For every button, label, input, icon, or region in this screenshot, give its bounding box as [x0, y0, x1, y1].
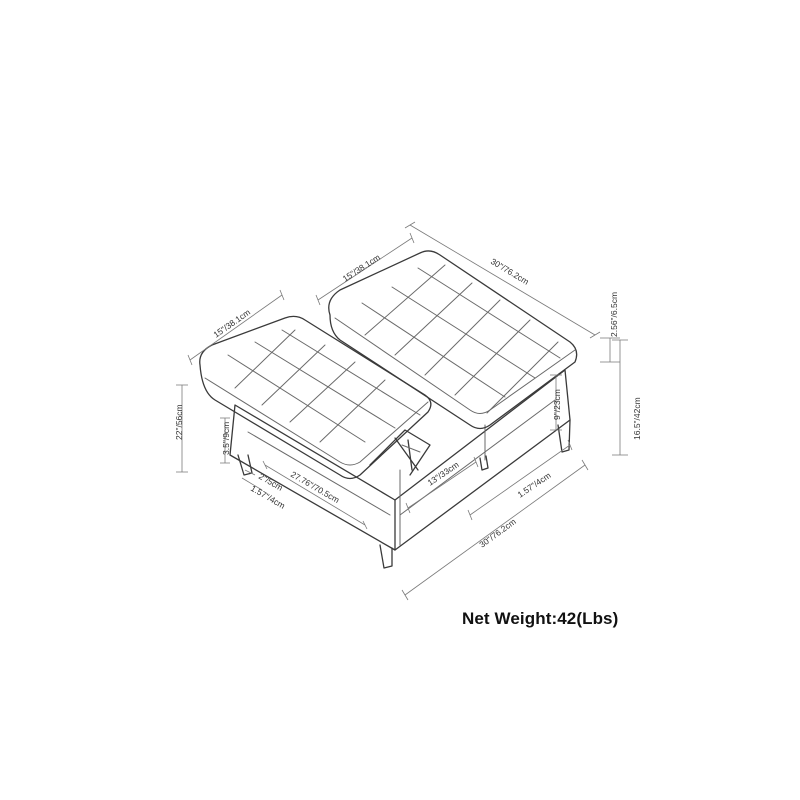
- dim-top-cushion-depth: 15"/38.1cm: [341, 252, 382, 284]
- lift-mechanism: [369, 429, 431, 476]
- left-lift-cushion: [199, 315, 432, 480]
- dimension-lines: [176, 221, 628, 601]
- dim-base-height: 16.5"/42cm: [632, 397, 642, 440]
- ottoman-legs: [237, 419, 571, 569]
- dim-bottom-width: 30"/76.2cm: [477, 516, 517, 549]
- dim-shelf-height: 9"/23cm: [552, 389, 562, 420]
- dim-top-width: 30"/76.2cm: [489, 256, 531, 287]
- dim-cushion-thickness: 2.56"/6.5cm: [609, 292, 619, 337]
- dim-lift-width: 27.76"/70.5cm: [289, 469, 341, 505]
- dim-left-cushion-depth: 15"/38.1cm: [211, 307, 252, 340]
- right-cushion: [328, 250, 578, 430]
- dim-lift-height: 3.5"/9cm: [221, 422, 231, 455]
- dim-leg-width-right: 1.57"/4cm: [516, 470, 553, 500]
- net-weight-label: Net Weight:42(Lbs): [462, 609, 619, 628]
- dim-total-height: 22"/56cm: [174, 404, 184, 440]
- ottoman-base-frame: [229, 369, 571, 551]
